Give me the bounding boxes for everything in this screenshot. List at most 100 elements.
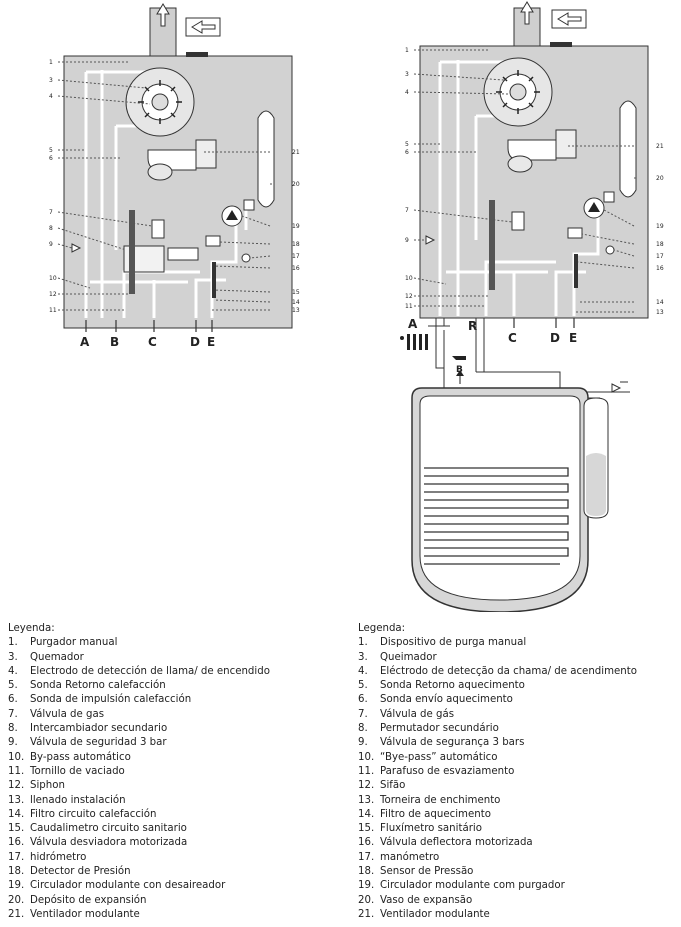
legend-item-number: 8.	[358, 723, 368, 735]
legend-item-number: 21.	[8, 908, 25, 920]
legend-item-number: 6.	[8, 694, 18, 706]
callout: 11	[49, 307, 57, 314]
legend-item: 3.Queimador	[358, 651, 637, 665]
legend-item: 17.manómetro	[358, 851, 637, 865]
port-label: D	[190, 335, 200, 349]
legend-item-text: Ventilador modulante	[30, 908, 140, 920]
legend-item-text: Filtro de aquecimento	[380, 808, 491, 820]
radiator-icon	[400, 334, 428, 350]
legend-item-text: Purgador manual	[30, 637, 118, 649]
legend-item-number: 19.	[358, 880, 375, 892]
legend-item-text: hidrómetro	[30, 851, 87, 863]
legend-item-text: Electrodo de detección de llama/ de ence…	[30, 665, 270, 677]
legend-item: 12.Sifão	[358, 779, 637, 793]
legend-item: 16.Válvula desviadora motorizada	[8, 836, 270, 850]
legend-item-text: llenado instalación	[30, 794, 126, 806]
legend-item: 7.Válvula de gás	[358, 708, 637, 722]
legend-item: 18.Sensor de Pressão	[358, 865, 637, 879]
callout: 19	[292, 223, 300, 230]
port-label: C	[148, 335, 157, 349]
legend-item-text: By-pass automático	[30, 751, 131, 763]
right-callouts-right: 21 20 19 18 17 16 14 13	[656, 143, 664, 316]
callout: 5	[405, 141, 409, 148]
callout: 6	[49, 155, 53, 162]
legend-item-number: 5.	[358, 680, 368, 692]
callout: 7	[49, 209, 53, 216]
callout: 8	[49, 225, 53, 232]
callout: 17	[656, 253, 664, 260]
legend-item-number: 4.	[8, 665, 18, 677]
legend-item-text: Válvula de gas	[30, 708, 105, 720]
legend-item: 6.Sonda de impulsión calefacción	[8, 693, 270, 707]
callout: 11	[405, 303, 413, 310]
legend-item-text: “Bye-pass” automático	[380, 751, 498, 763]
callout: 1	[405, 47, 409, 54]
legend-item-text: Intercambiador secundario	[30, 723, 168, 735]
callout: 4	[49, 93, 53, 100]
legend-item-text: Sonda Retorno aquecimento	[380, 680, 525, 692]
legend-item-text: Circulador modulante con desaireador	[30, 880, 226, 892]
legend-item-number: 9.	[8, 737, 18, 749]
legend-title: Leyenda:	[8, 623, 55, 634]
legend-item-text: Circulador modulante com purgador	[380, 880, 565, 892]
legend-item-text: Siphon	[30, 780, 65, 792]
legend-item-text: Sonda envío aquecimento	[380, 694, 513, 706]
legend-item-number: 6.	[358, 694, 368, 706]
left-callouts-right: 21 20 19 18 17 16 15 14 13	[292, 149, 300, 314]
callout: 21	[292, 149, 300, 156]
legend-item: 9.Válvula de segurança 3 bars	[358, 736, 637, 750]
legend-item: 6. Sonda envío aquecimento	[358, 693, 637, 707]
port-label: A	[408, 317, 418, 331]
legend-item-text: Válvula deflectora motorizada	[380, 837, 533, 849]
legend-item-number: 14.	[8, 808, 25, 820]
port-label: E	[207, 335, 215, 349]
legend-item: 12. Siphon	[8, 779, 270, 793]
legend-item: 10.“Bye-pass” automático	[358, 751, 637, 765]
legend-item-text: Detector de Presión	[30, 866, 131, 878]
callout: 21	[656, 143, 664, 150]
port-label: D	[550, 331, 560, 345]
port-label: E	[569, 331, 577, 345]
legend-item-number: 14.	[358, 808, 375, 820]
legend-item-text: Depósito de expansión	[30, 894, 147, 906]
legend-item-text: manómetro	[380, 851, 440, 863]
callout: 7	[405, 207, 409, 214]
callout: 15	[292, 289, 300, 296]
legend-item: 1.Purgador manual	[8, 636, 270, 650]
legend-item-number: 12.	[8, 780, 25, 792]
legend-item: 9.Válvula de seguridad 3 bar	[8, 736, 270, 750]
legend-item: 4.Eléctrodo de detecção da chama/ de ace…	[358, 665, 637, 679]
legend-item: 14. Filtro de aquecimento	[358, 808, 637, 822]
right-callouts-left: 1 3 4 5 6 7 9 10 12 11	[405, 47, 413, 310]
legend-item-number: 11.	[8, 765, 25, 777]
legend-item: 8.Intercambiador secundario	[8, 722, 270, 736]
legend-item: 15.Caudalimetro circuito sanitario	[8, 822, 270, 836]
legend-item: 7.Válvula de gas	[8, 708, 270, 722]
legend-item-number: 3.	[358, 651, 368, 663]
legend-item-number: 18.	[8, 866, 25, 878]
right-boiler-diagram: 1 3 4 5 6 7 9 10 12 11 21 20 19 18 17 16…	[400, 1, 664, 612]
callout: 17	[292, 253, 300, 260]
callout: 20	[292, 181, 300, 188]
left-ports: A B C D E	[80, 335, 215, 349]
left-boiler-diagram: 1 3 4 5 6 7 8 9 10 12 11 21 20 19 18 17 …	[49, 3, 300, 349]
legend-item: 20.Depósito de expansión	[8, 894, 270, 908]
storage-tank	[411, 387, 589, 612]
legend-item: 11.Parafuso de esvaziamento	[358, 765, 637, 779]
legend-item: 21. Ventilador modulante	[8, 908, 270, 922]
legend-item: 19. Circulador modulante com purgador	[358, 879, 637, 893]
callout: 13	[292, 307, 300, 314]
legend-item: 3.Quemador	[8, 651, 270, 665]
legend-item-text: Quemador	[30, 651, 84, 663]
legend-item-number: 12.	[358, 780, 375, 792]
legend-item-number: 16.	[358, 837, 375, 849]
legend-item-number: 21.	[358, 908, 375, 920]
callout: 5	[49, 147, 53, 154]
legend-item-number: 13.	[358, 794, 375, 806]
legend-item: 21.Ventilador modulante	[358, 908, 637, 922]
callout: 12	[49, 291, 57, 298]
port-label: R	[468, 319, 477, 333]
legend-item-text: Tornillo de vaciado	[30, 765, 125, 777]
callout: 4	[405, 89, 409, 96]
legend-item: 8.Permutador secundário	[358, 722, 637, 736]
